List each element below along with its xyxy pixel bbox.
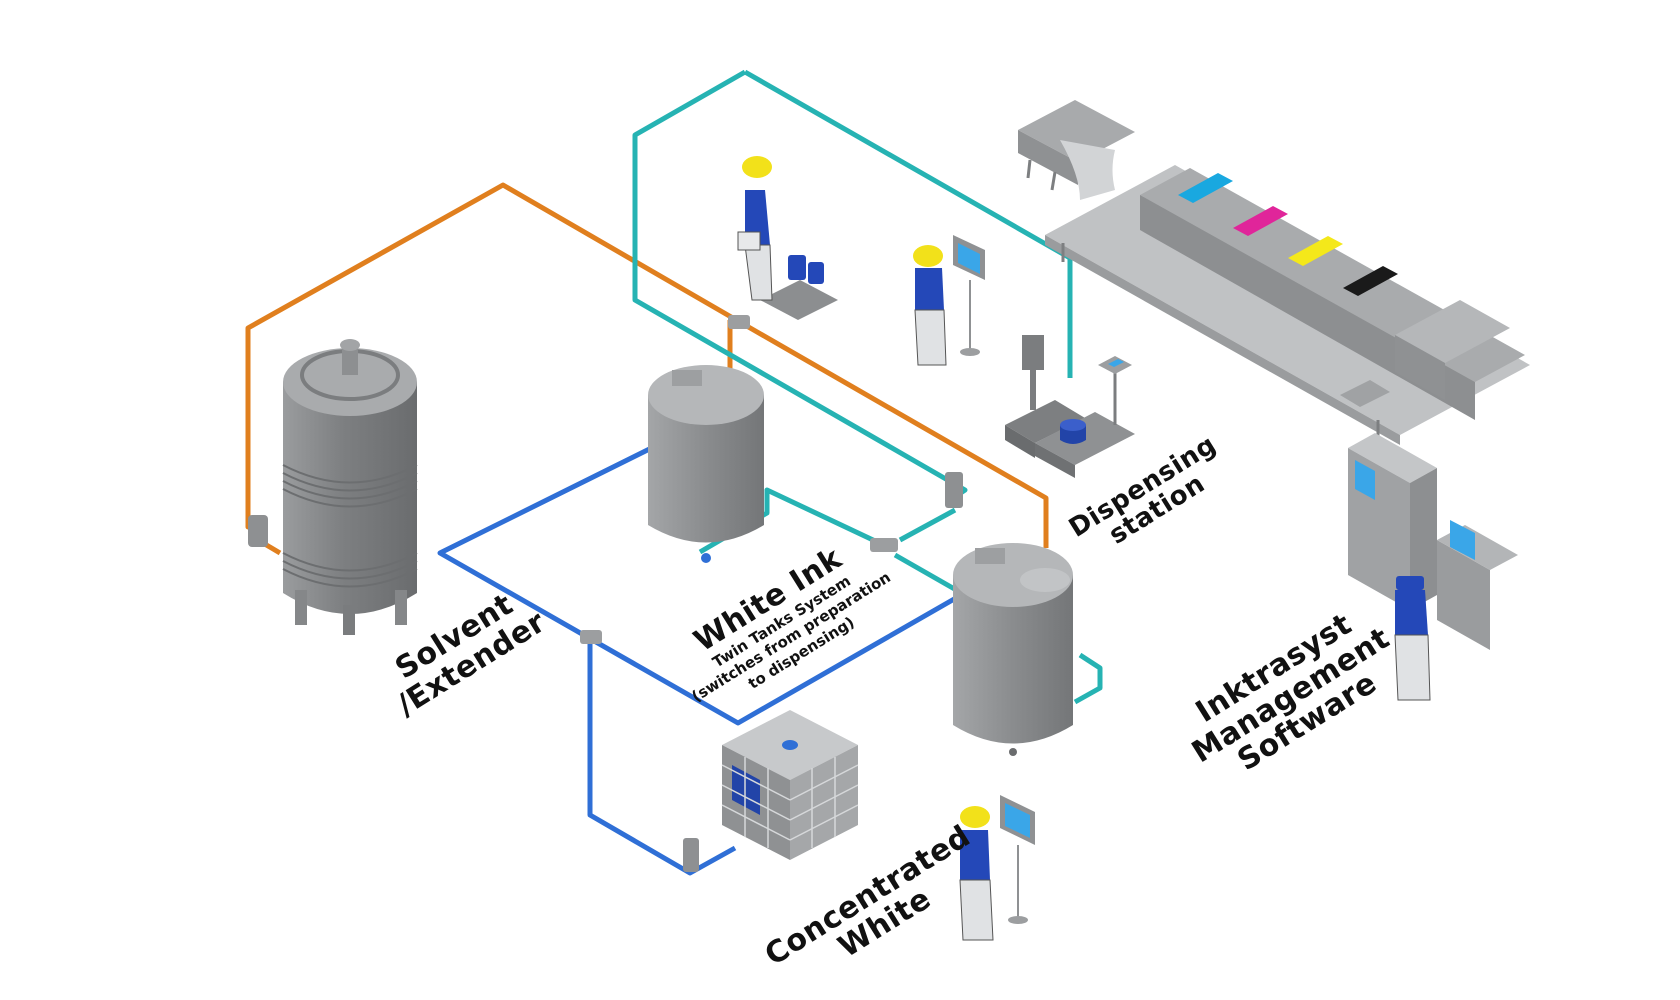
dispensing-station[interactable] — [1005, 335, 1135, 478]
control-cabinet[interactable] — [1348, 433, 1518, 650]
worker-at-terminal-2 — [959, 795, 1035, 941]
worker-with-cart — [737, 156, 838, 320]
white-ink-tank-2[interactable] — [870, 538, 1073, 756]
worker-at-terminal-1 — [913, 235, 985, 366]
white-ink-tank-1[interactable] — [648, 315, 963, 563]
solvent-tank[interactable] — [248, 339, 418, 635]
concentrated-white-ibc[interactable] — [580, 630, 859, 872]
worker-at-software — [1394, 576, 1431, 701]
printing-press[interactable] — [1018, 100, 1530, 445]
